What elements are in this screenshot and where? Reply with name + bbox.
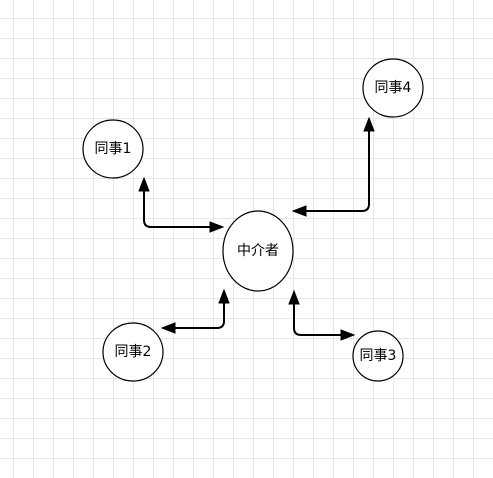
node-colleague1-label: 同事1 — [95, 141, 132, 157]
node-mediator[interactable]: 中介者 — [222, 210, 294, 292]
node-colleague4[interactable]: 同事4 — [362, 58, 424, 118]
connector-mediator-colleague4[interactable] — [291, 116, 375, 217]
arrowhead-left-icon — [291, 205, 307, 217]
connector-mediator-colleague1[interactable] — [138, 176, 225, 233]
arrowhead-up-icon — [138, 176, 150, 192]
arrowhead-up-icon — [288, 289, 300, 305]
arrowhead-up-icon — [363, 116, 375, 132]
connector-mediator-colleague3[interactable] — [288, 289, 356, 341]
node-colleague2-label: 同事2 — [115, 344, 152, 360]
node-colleague2[interactable]: 同事2 — [102, 322, 164, 382]
arrowhead-right-icon — [209, 221, 225, 233]
arrowhead-up-icon — [218, 288, 230, 304]
node-colleague3-label: 同事3 — [360, 348, 397, 364]
arrowhead-right-icon — [340, 329, 356, 341]
connector-mediator-colleague2[interactable] — [160, 288, 230, 334]
node-colleague1[interactable]: 同事1 — [82, 119, 144, 179]
arrowhead-left-icon — [160, 322, 176, 334]
node-colleague4-label: 同事4 — [375, 80, 412, 96]
node-mediator-label: 中介者 — [237, 243, 279, 259]
node-colleague3[interactable]: 同事3 — [352, 330, 404, 382]
